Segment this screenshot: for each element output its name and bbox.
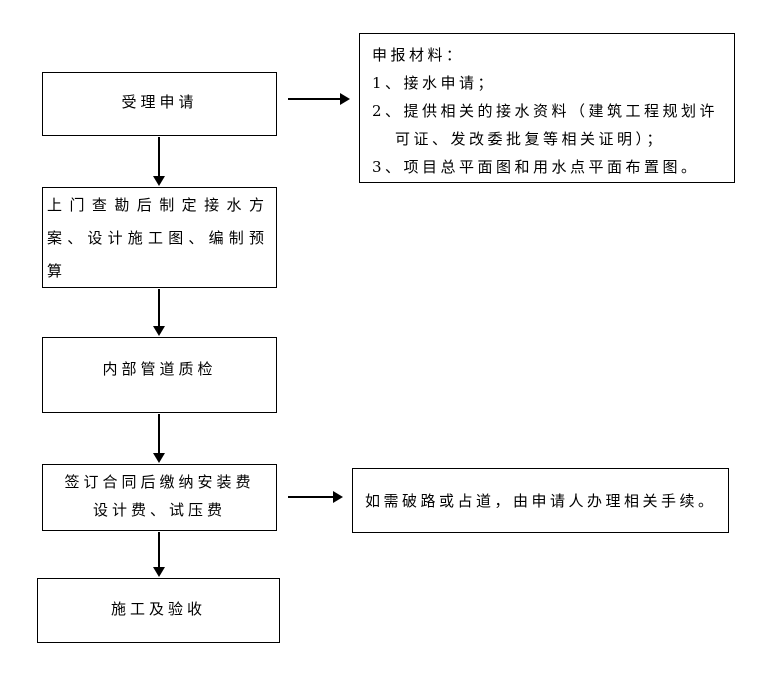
step-label-line: 上门查勘后制定接水方 <box>47 196 268 214</box>
arrow-line <box>158 137 160 177</box>
step-box-accept-application: 受理申请 <box>42 72 277 136</box>
arrowhead-right-icon <box>340 93 350 105</box>
arrowhead-down-icon <box>153 453 165 463</box>
step-box-survey-and-plan: 上门查勘后制定接水方 案、设计施工图、编制预 算 <box>42 187 277 288</box>
arrowhead-down-icon <box>153 567 165 577</box>
step-label-line: 签订合同后缴纳安装费 <box>64 472 255 491</box>
arrow-line <box>288 98 340 100</box>
arrowhead-down-icon <box>153 326 165 336</box>
arrowhead-down-icon <box>153 176 165 186</box>
note-label: 如需破路或占道，由申请人办理相关手续。 <box>365 492 717 510</box>
note-line: 3、项目总平面图和用水点平面布置图。 <box>372 158 700 176</box>
step-label-line: 算 <box>47 262 67 280</box>
step-label: 受理申请 <box>121 93 198 111</box>
note-box-road-occupation: 如需破路或占道，由申请人办理相关手续。 <box>352 468 729 533</box>
note-line: 申报材料： <box>372 46 465 64</box>
note-line: 可证、发改委批复等相关证明）； <box>395 130 666 148</box>
arrowhead-right-icon <box>333 491 343 503</box>
arrow-line <box>158 414 160 454</box>
arrow-line <box>158 289 160 327</box>
step-label-line: 案、设计施工图、编制预 <box>47 229 268 247</box>
arrow-line <box>288 496 333 498</box>
step-box-internal-pipe-inspection: 内部管道质检 <box>42 337 277 413</box>
step-label: 施工及验收 <box>110 599 206 618</box>
note-line: 2、提供相关的接水资料（建筑工程规划许 <box>372 102 719 120</box>
step-box-construction-acceptance: 施工及验收 <box>37 578 280 643</box>
note-line: 1、接水申请； <box>372 74 497 92</box>
note-box-application-materials: 申报材料： 1、接水申请； 2、提供相关的接水资料（建筑工程规划许 可证、发改委… <box>359 33 735 183</box>
step-label-line: 设计费、试压费 <box>92 500 226 519</box>
step-label: 内部管道质检 <box>102 359 217 378</box>
arrow-line <box>158 532 160 568</box>
step-box-sign-contract-pay-fees: 签订合同后缴纳安装费 设计费、试压费 <box>42 464 277 531</box>
